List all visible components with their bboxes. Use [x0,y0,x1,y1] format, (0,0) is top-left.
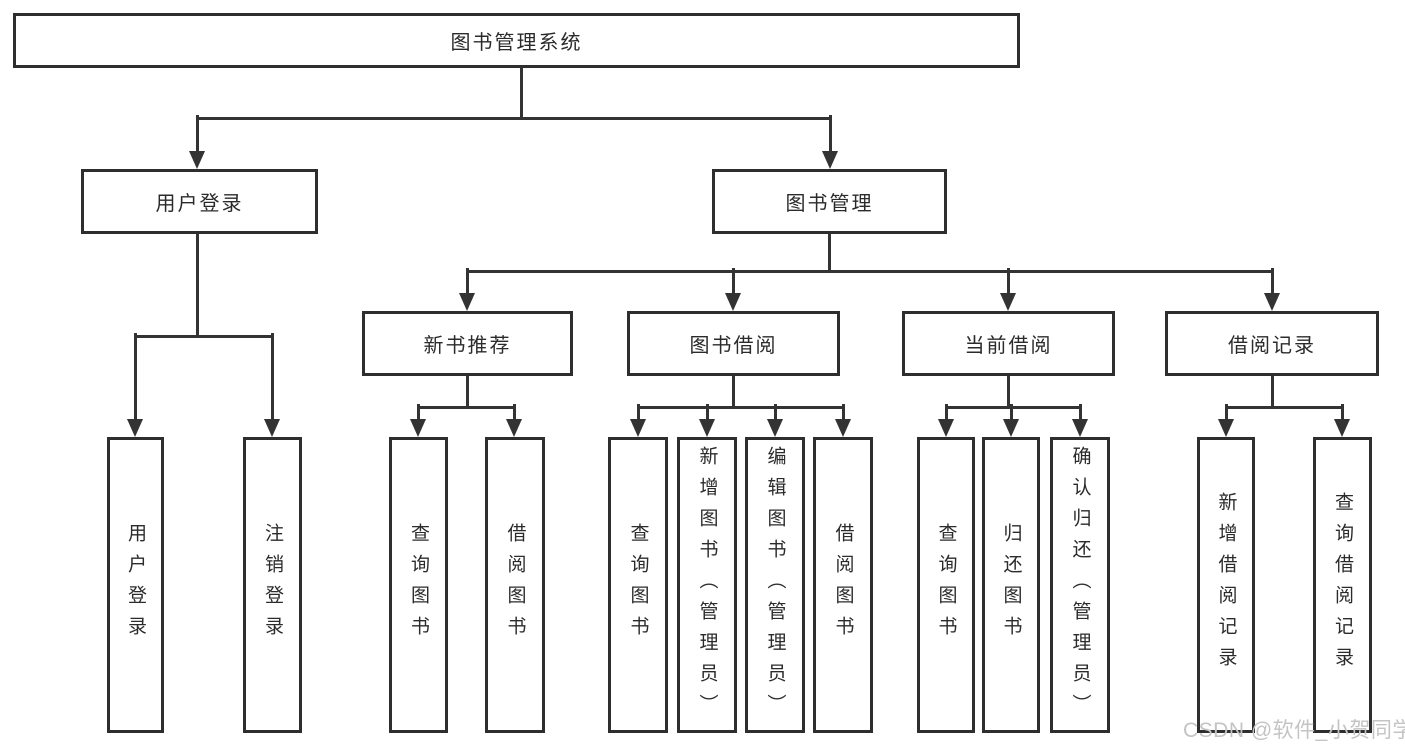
connector-section1-bar [637,406,844,409]
leaf-query-books: 查询图书 [389,437,448,733]
csdn-watermark: CSDN @软件_小贺同学 [1183,719,1405,742]
leaf-borrow-books: 借阅图书 [813,437,873,733]
arrow-to-book-borrow-icon [725,268,741,311]
connector-section1-stem [732,376,735,408]
leaf-logout: 注销登录 [243,437,302,733]
connector-user-bar [134,335,274,338]
connector-section3-stem [1271,376,1274,408]
leaf-label: 查询图书 [408,523,429,647]
arrow-down-icon [938,404,954,437]
connector-section2-bar [945,406,1081,409]
leaf-edit-book-admin: 编辑图书（管理员） [745,437,805,733]
leaf-label: 查询借阅记录 [1332,492,1353,678]
node-book-borrow: 图书借阅 [627,311,840,376]
arrow-to-user-login-icon [189,115,205,169]
leaf-add-borrow-record: 新增借阅记录 [1197,437,1255,733]
arrow-down-icon [506,404,522,437]
arrow-to-new-book-icon [459,268,475,311]
leaf-label: 新增借阅记录 [1215,492,1237,678]
node-book-management: 图书管理 [712,169,947,234]
leaf-label: 新增图书（管理员） [696,445,718,725]
arrow-down-icon [630,404,646,437]
arrow-down-icon [410,404,426,437]
leaf-add-book-admin: 新增图书（管理员） [677,437,737,733]
leaf-label: 借阅图书 [504,523,526,647]
leaf-label: 归还图书 [1000,523,1022,647]
arrow-down-icon [767,404,783,437]
leaf-label: 确认归还（管理员） [1069,445,1091,725]
connector-section2-stem [1007,376,1010,408]
arrow-down-icon [1334,404,1350,437]
leaf-query-books: 查询图书 [917,437,975,733]
node-current-borrow: 当前借阅 [902,311,1115,376]
leaf-label: 借阅图书 [832,523,854,647]
arrow-down-icon [835,404,851,437]
connector-user-stem [196,234,199,337]
connector-section0-stem [466,376,469,408]
leaf-user-login: 用户登录 [107,437,164,733]
arrow-down-icon [1218,404,1234,437]
connector-section3-bar [1225,406,1343,409]
connector-book-stem [828,234,831,272]
arrow-down-icon [1072,404,1088,437]
connector-section0-bar [417,406,515,409]
arrow-to-current-borrow-icon [1000,268,1016,311]
leaf-query-borrow-record: 查询借阅记录 [1313,437,1372,733]
arrow-to-borrow-record-icon [1264,268,1280,311]
leaf-confirm-return-admin: 确认归还（管理员） [1050,437,1110,733]
arrow-down-icon [699,404,715,437]
arrow-to-leaf-user-login-icon [127,333,143,437]
leaf-label: 用户登录 [125,523,146,647]
arrow-down-icon [1003,404,1019,437]
connector-book-bar [466,270,1274,273]
arrow-to-leaf-logout-icon [264,333,280,437]
leaf-label: 查询图书 [935,523,957,647]
node-library-management-system: 图书管理系统 [13,13,1020,68]
node-new-book-recommend: 新书推荐 [362,311,573,376]
connector-root-stem [520,67,523,119]
leaf-label: 注销登录 [262,523,283,647]
arrow-to-book-management-icon [822,115,838,169]
leaf-label: 查询图书 [627,523,649,647]
node-borrow-record: 借阅记录 [1165,311,1379,376]
leaf-query-books: 查询图书 [608,437,668,733]
leaf-return-books: 归还图书 [982,437,1040,733]
connector-root-bar [196,117,832,120]
leaf-borrow-books: 借阅图书 [485,437,545,733]
leaf-label: 编辑图书（管理员） [764,445,786,725]
node-user-login: 用户登录 [81,169,318,234]
